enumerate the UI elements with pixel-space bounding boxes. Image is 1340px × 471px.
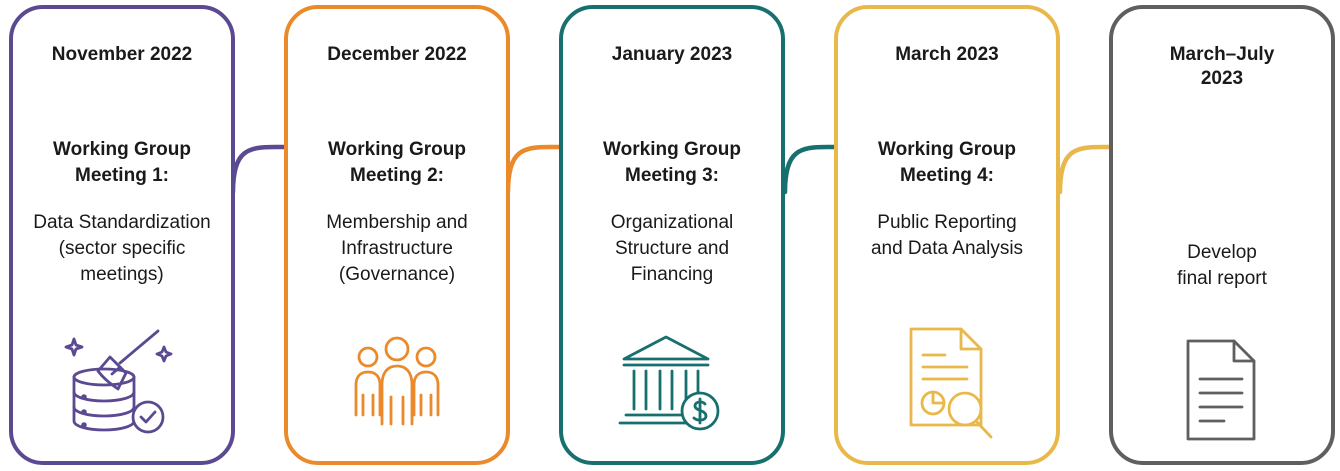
description-line: and Data Analysis xyxy=(870,238,1024,259)
card-description: Organizational Structure and Financing xyxy=(563,210,781,288)
card-description: Membership and Infrastructure (Governanc… xyxy=(288,210,506,288)
connector-arrow-4 xyxy=(1057,144,1138,195)
card-date: March–July 2023 xyxy=(1113,43,1331,91)
card-description: Develop final report xyxy=(1113,240,1331,292)
card-heading: Working Group Meeting 1: xyxy=(13,137,231,189)
description-line: (Governance) xyxy=(338,264,456,285)
card-date: November 2022 xyxy=(51,44,193,65)
card-date: March 2023 xyxy=(895,44,999,65)
description-line: meetings) xyxy=(80,264,164,285)
card-heading: Working Group Meeting 4: xyxy=(838,137,1056,189)
heading-line: Meeting 2: xyxy=(350,165,444,186)
connector-arrow-3 xyxy=(782,144,863,195)
card-date: December 2022 xyxy=(327,44,467,65)
heading-line: Working Group xyxy=(603,139,741,160)
description-line: Data Standardization xyxy=(33,212,211,233)
report-magnifier-icon xyxy=(838,327,1056,445)
heading-line: Meeting 3: xyxy=(625,165,719,186)
card-heading: Working Group Meeting 2: xyxy=(288,137,506,189)
card-date: January 2023 xyxy=(611,44,733,65)
document-icon xyxy=(1113,327,1331,445)
timeline-card-1: November 2022 Working Group Meeting 1: D… xyxy=(9,5,235,465)
description-line: final report xyxy=(1177,268,1267,289)
description-line: Infrastructure xyxy=(341,238,453,259)
timeline-card-5: March–July 2023 Develop final report xyxy=(1109,5,1335,465)
card-description: Public Reporting and Data Analysis xyxy=(838,210,1056,262)
date-line: 2023 xyxy=(1200,68,1244,89)
description-line: Structure and xyxy=(614,238,730,259)
heading-line: Meeting 4: xyxy=(900,165,994,186)
heading-line: Working Group xyxy=(878,139,1016,160)
date-line: March–July xyxy=(1169,44,1275,65)
card-heading: Working Group Meeting 3: xyxy=(563,137,781,189)
people-group-icon xyxy=(288,327,506,445)
description-line: Develop xyxy=(1187,242,1257,263)
database-broom-check-icon xyxy=(13,327,231,445)
description-line: Membership and xyxy=(326,212,468,233)
description-line: Public Reporting xyxy=(877,212,1017,233)
card-description: Data Standardization (sector specific me… xyxy=(13,210,231,288)
description-line: Financing xyxy=(630,264,714,285)
bank-dollar-icon xyxy=(563,327,781,445)
heading-line: Working Group xyxy=(328,139,466,160)
heading-line: Meeting 1: xyxy=(75,165,169,186)
heading-line: Working Group xyxy=(53,139,191,160)
description-line: Organizational xyxy=(610,212,734,233)
description-line: (sector specific xyxy=(58,238,186,259)
timeline-card-4: March 2023 Working Group Meeting 4: Publ… xyxy=(834,5,1060,465)
timeline-card-2: December 2022 Working Group Meeting 2: M… xyxy=(284,5,510,465)
timeline-card-3: January 2023 Working Group Meeting 3: Or… xyxy=(559,5,785,465)
